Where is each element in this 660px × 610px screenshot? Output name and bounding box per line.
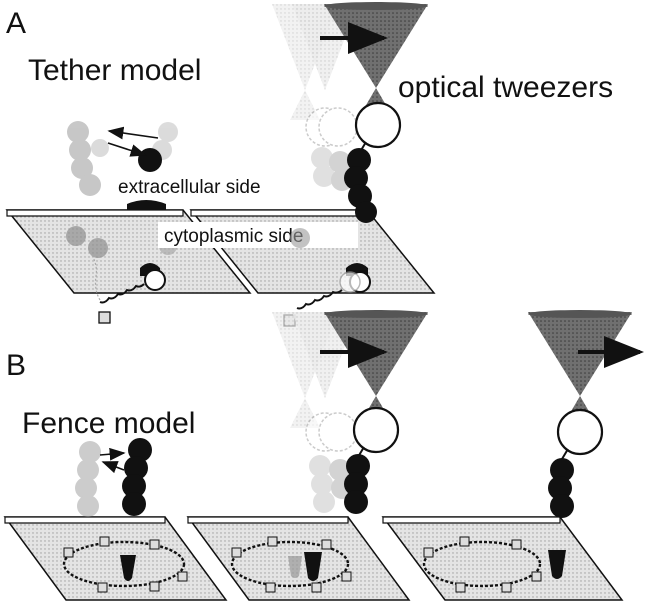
tether-model-title: Tether model xyxy=(28,54,201,87)
membrane-b1 xyxy=(3,516,228,601)
extracellular-side-label: extracellular side xyxy=(118,177,261,198)
tweezers-b2-cone xyxy=(324,310,428,420)
molecule-b1-ghost xyxy=(75,441,101,517)
arrow-a1-right xyxy=(107,142,147,157)
panel-b-letter: B xyxy=(6,349,26,382)
fence-ring-b2 xyxy=(230,536,352,593)
arrow-a1-left xyxy=(107,126,159,140)
molecule-a2 xyxy=(344,101,402,223)
panel-a-letter: A xyxy=(6,7,26,40)
cytoplasmic-a1 xyxy=(66,226,177,324)
tweezers-b3-cone xyxy=(528,310,632,420)
extracellular-label-bg xyxy=(112,173,272,199)
fence-ring-b1 xyxy=(62,536,188,593)
fence-ring-b3 xyxy=(422,536,566,593)
optical-tweezers-label: optical tweezers xyxy=(398,71,613,104)
cytoplasmic-side-label: cytoplasmic side xyxy=(164,226,303,247)
arrow-b1-right xyxy=(99,447,126,461)
molecule-a2-ghost xyxy=(305,107,358,191)
molecule-b1 xyxy=(122,438,152,516)
fence-model-title: Fence model xyxy=(22,407,195,440)
molecule-b2 xyxy=(344,406,400,514)
arrow-b1-left xyxy=(101,461,125,474)
molecule-b2-ghost xyxy=(305,412,358,513)
cytoplasmic-label-bg xyxy=(158,222,358,248)
molecule-b3 xyxy=(548,408,604,518)
